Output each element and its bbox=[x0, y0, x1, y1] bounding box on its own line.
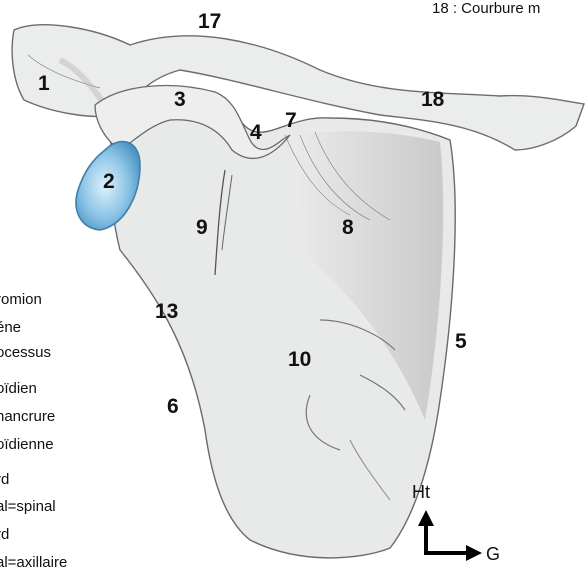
top-note: 18 : Courbure m bbox=[432, 0, 540, 17]
label-17: 17 bbox=[198, 10, 221, 34]
orientation-up-label: Ht bbox=[412, 482, 430, 503]
label-8: 8 bbox=[342, 216, 354, 240]
label-13: 13 bbox=[155, 300, 178, 324]
legend-line-4: oïdien bbox=[0, 380, 37, 397]
legend-line-10: al=axillaire bbox=[0, 554, 67, 571]
label-4: 4 bbox=[250, 121, 262, 145]
label-2: 2 bbox=[103, 170, 115, 194]
label-7: 7 bbox=[285, 109, 297, 133]
legend-line-8: al=spinal bbox=[0, 498, 56, 515]
label-6: 6 bbox=[167, 395, 179, 419]
legend-line-1: romion bbox=[0, 291, 42, 308]
legend-line-5: hancrure bbox=[0, 408, 55, 425]
legend-line-6: oïdienne bbox=[0, 436, 54, 453]
label-3: 3 bbox=[174, 88, 186, 112]
label-18: 18 bbox=[421, 88, 444, 112]
label-5: 5 bbox=[455, 330, 467, 354]
up-arrowhead bbox=[418, 510, 434, 526]
right-arrowhead bbox=[466, 545, 482, 561]
label-10: 10 bbox=[288, 348, 311, 372]
label-1: 1 bbox=[38, 72, 50, 96]
legend-line-9: rd bbox=[0, 526, 9, 543]
legend-line-3: ocessus bbox=[0, 344, 51, 361]
orientation-right-label: G bbox=[486, 544, 500, 565]
legend-line-7: rd bbox=[0, 471, 9, 488]
label-9: 9 bbox=[196, 216, 208, 240]
legend-line-2: éne bbox=[0, 319, 21, 336]
